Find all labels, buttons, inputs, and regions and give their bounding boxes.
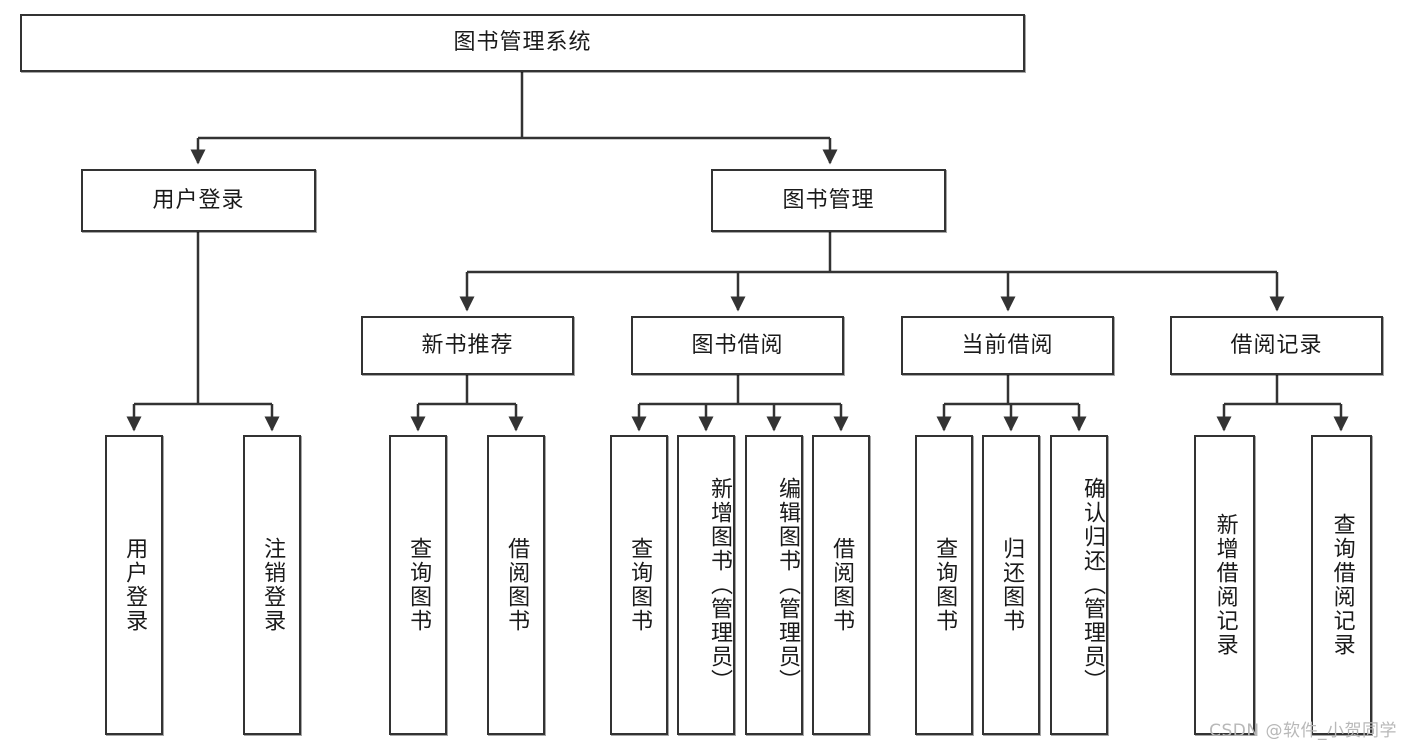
leaf-user-logout[interactable]: 注销登录: [243, 435, 301, 735]
node-current-borrowing[interactable]: 当前借阅: [901, 316, 1114, 375]
node-book-borrowing[interactable]: 图书借阅: [631, 316, 844, 375]
node-root-book-management-system[interactable]: 图书管理系统: [20, 14, 1025, 72]
node-book-management[interactable]: 图书管理: [711, 169, 946, 232]
csdn-watermark: CSDN @软件_小贺同学: [1209, 721, 1397, 741]
leaf-query-book-borrow[interactable]: 查询图书: [610, 435, 668, 735]
leaf-borrow-book-new-book-rec[interactable]: 借阅图书: [487, 435, 545, 735]
leaf-query-book-current-borrow[interactable]: 查询图书: [915, 435, 973, 735]
leaf-confirm-return-admin[interactable]: 确认归还（管理员）: [1050, 435, 1108, 735]
leaf-query-borrow-record[interactable]: 查询借阅记录: [1311, 435, 1372, 735]
leaf-add-book-admin[interactable]: 新增图书（管理员）: [677, 435, 735, 735]
leaf-return-book[interactable]: 归还图书: [982, 435, 1040, 735]
leaf-query-book-new-book-rec[interactable]: 查询图书: [389, 435, 447, 735]
node-borrowing-record[interactable]: 借阅记录: [1170, 316, 1383, 375]
leaf-edit-book-admin[interactable]: 编辑图书（管理员）: [745, 435, 803, 735]
leaf-add-borrow-record[interactable]: 新增借阅记录: [1194, 435, 1255, 735]
leaf-borrow-book-borrow[interactable]: 借阅图书: [812, 435, 870, 735]
node-new-book-recommendation[interactable]: 新书推荐: [361, 316, 574, 375]
leaf-user-login[interactable]: 用户登录: [105, 435, 163, 735]
node-user-login[interactable]: 用户登录: [81, 169, 316, 232]
